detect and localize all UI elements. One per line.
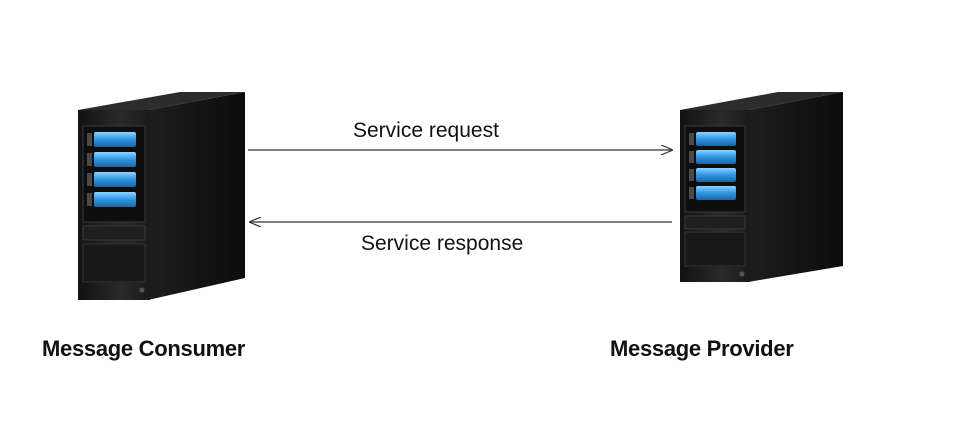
consumer-server-icon	[78, 92, 245, 300]
service-response-label: Service response	[361, 232, 524, 255]
message-consumer-label: Message Consumer	[42, 336, 246, 361]
service-request-label: Service request	[353, 119, 499, 142]
message-provider-label: Message Provider	[610, 336, 794, 361]
provider-server-icon	[680, 92, 843, 282]
